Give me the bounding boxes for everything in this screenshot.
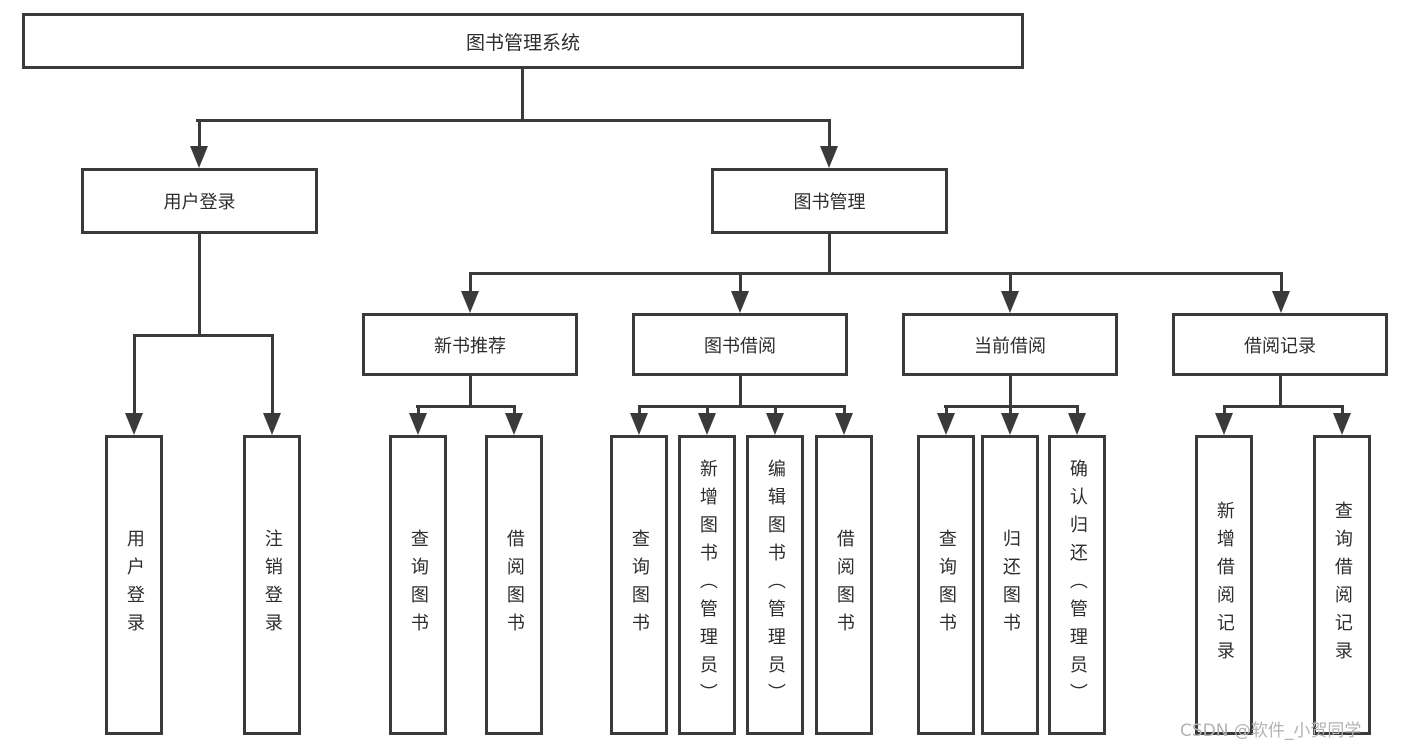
leaf-query-borrow-record-label: 查询借阅记录: [1331, 501, 1353, 669]
edge-user-login-stem: [198, 234, 201, 334]
edge-leaf-945: [945, 405, 948, 417]
edge-leaf-417: [417, 405, 420, 417]
leaf-query-borrow-record: 查询借阅记录: [1313, 435, 1371, 735]
leaf-borrow-books-1-label: 借阅图书: [503, 529, 525, 641]
leaf-add-books-admin: 新增图书（管理员）: [678, 435, 736, 735]
leaf-logout-label: 注销登录: [261, 529, 283, 641]
leaf-add-borrow-record: 新增借阅记录: [1195, 435, 1253, 735]
node-book-management: 图书管理: [711, 168, 948, 234]
edge-to-current-borrowing: [1009, 272, 1012, 294]
node-new-book-recommend: 新书推荐: [362, 313, 578, 376]
arrowhead-book-management: [820, 146, 838, 168]
edge-leaf-774: [774, 405, 777, 417]
edge-leaf-706: [706, 405, 709, 417]
arrowhead-leaf-user-login: [125, 413, 143, 435]
leaf-borrow-books-2-label: 借阅图书: [833, 529, 855, 641]
edge-to-leaf-user-login: [133, 334, 136, 416]
arrowhead-leaf-query-books-3: [937, 413, 955, 435]
leaf-query-books-1-label: 查询图书: [407, 529, 429, 641]
arrowhead-current-borrowing: [1001, 291, 1019, 313]
edge-to-user-login: [198, 119, 201, 151]
edge-borrowing-stem: [739, 376, 742, 407]
arrowhead-leaf-query-books-2: [630, 413, 648, 435]
arrowhead-leaf-borrow-books-2: [835, 413, 853, 435]
leaf-confirm-return-admin-label: 确认归还（管理员）: [1066, 459, 1088, 711]
arrowhead-leaf-return-books: [1001, 413, 1019, 435]
leaf-add-books-admin-label: 新增图书（管理员）: [696, 459, 718, 711]
leaf-query-books-2-label: 查询图书: [628, 529, 650, 641]
node-book-borrowing: 图书借阅: [632, 313, 848, 376]
leaf-return-books: 归还图书: [981, 435, 1039, 735]
node-borrow-records: 借阅记录: [1172, 313, 1388, 376]
leaf-return-books-label: 归还图书: [999, 529, 1021, 641]
edge-to-book-borrowing: [739, 272, 742, 294]
node-root-library-management-system: 图书管理系统: [22, 13, 1024, 69]
leaf-edit-books-admin: 编辑图书（管理员）: [746, 435, 804, 735]
edge-new-rec-stem: [469, 376, 472, 407]
edge-to-borrow-records: [1280, 272, 1283, 294]
edge-borrowing-crossbar: [638, 405, 846, 408]
arrowhead-leaf-add-borrow-record: [1215, 413, 1233, 435]
edge-user-login-crossbar: [133, 334, 273, 337]
edge-leaf-1341: [1341, 405, 1344, 417]
edge-current-stem: [1009, 376, 1012, 407]
leaf-query-books-2: 查询图书: [610, 435, 668, 735]
arrowhead-leaf-borrow-books-1: [505, 413, 523, 435]
arrowhead-leaf-logout: [263, 413, 281, 435]
leaf-borrow-books-1: 借阅图书: [485, 435, 543, 735]
node-current-borrowing: 当前借阅: [902, 313, 1118, 376]
arrowhead-leaf-query-books-1: [409, 413, 427, 435]
edge-leaf-1076: [1076, 405, 1079, 417]
edge-leaf-843: [843, 405, 846, 417]
node-user-login: 用户登录: [81, 168, 318, 234]
edge-new-rec-crossbar: [416, 405, 516, 408]
edge-root-stem: [521, 69, 524, 119]
edge-current-crossbar: [944, 405, 1079, 408]
edge-book-mgmt-crossbar: [469, 272, 1282, 275]
arrowhead-leaf-edit-books: [766, 413, 784, 435]
leaf-user-login: 用户登录: [105, 435, 163, 735]
arrowhead-user-login: [190, 146, 208, 168]
edge-leaf-638: [638, 405, 641, 417]
arrowhead-leaf-add-books: [698, 413, 716, 435]
leaf-confirm-return-admin: 确认归还（管理员）: [1048, 435, 1106, 735]
edge-leaf-1009: [1009, 405, 1012, 417]
leaf-logout: 注销登录: [243, 435, 301, 735]
leaf-borrow-books-2: 借阅图书: [815, 435, 873, 735]
edge-records-stem: [1279, 376, 1282, 407]
leaf-query-books-3: 查询图书: [917, 435, 975, 735]
leaf-add-borrow-record-label: 新增借阅记录: [1213, 501, 1235, 669]
arrowhead-new-book-recommend: [461, 291, 479, 313]
leaf-query-books-1: 查询图书: [389, 435, 447, 735]
edge-to-new-book-recommend: [469, 272, 472, 294]
edge-book-mgmt-stem: [828, 234, 831, 274]
leaf-query-books-3-label: 查询图书: [935, 529, 957, 641]
edge-to-leaf-logout: [271, 334, 274, 416]
arrowhead-borrow-records: [1272, 291, 1290, 313]
csdn-watermark: CSDN @软件_小贺同学: [1180, 721, 1362, 741]
edge-records-crossbar: [1223, 405, 1344, 408]
edge-leaf-1223: [1223, 405, 1226, 417]
leaf-edit-books-admin-label: 编辑图书（管理员）: [764, 459, 786, 711]
edge-to-book-management: [828, 119, 831, 151]
arrowhead-leaf-confirm-return: [1068, 413, 1086, 435]
leaf-user-login-label: 用户登录: [123, 529, 145, 641]
edge-leaf-513: [513, 405, 516, 417]
arrowhead-leaf-query-borrow-record: [1333, 413, 1351, 435]
arrowhead-book-borrowing: [731, 291, 749, 313]
edge-root-crossbar: [196, 119, 831, 122]
